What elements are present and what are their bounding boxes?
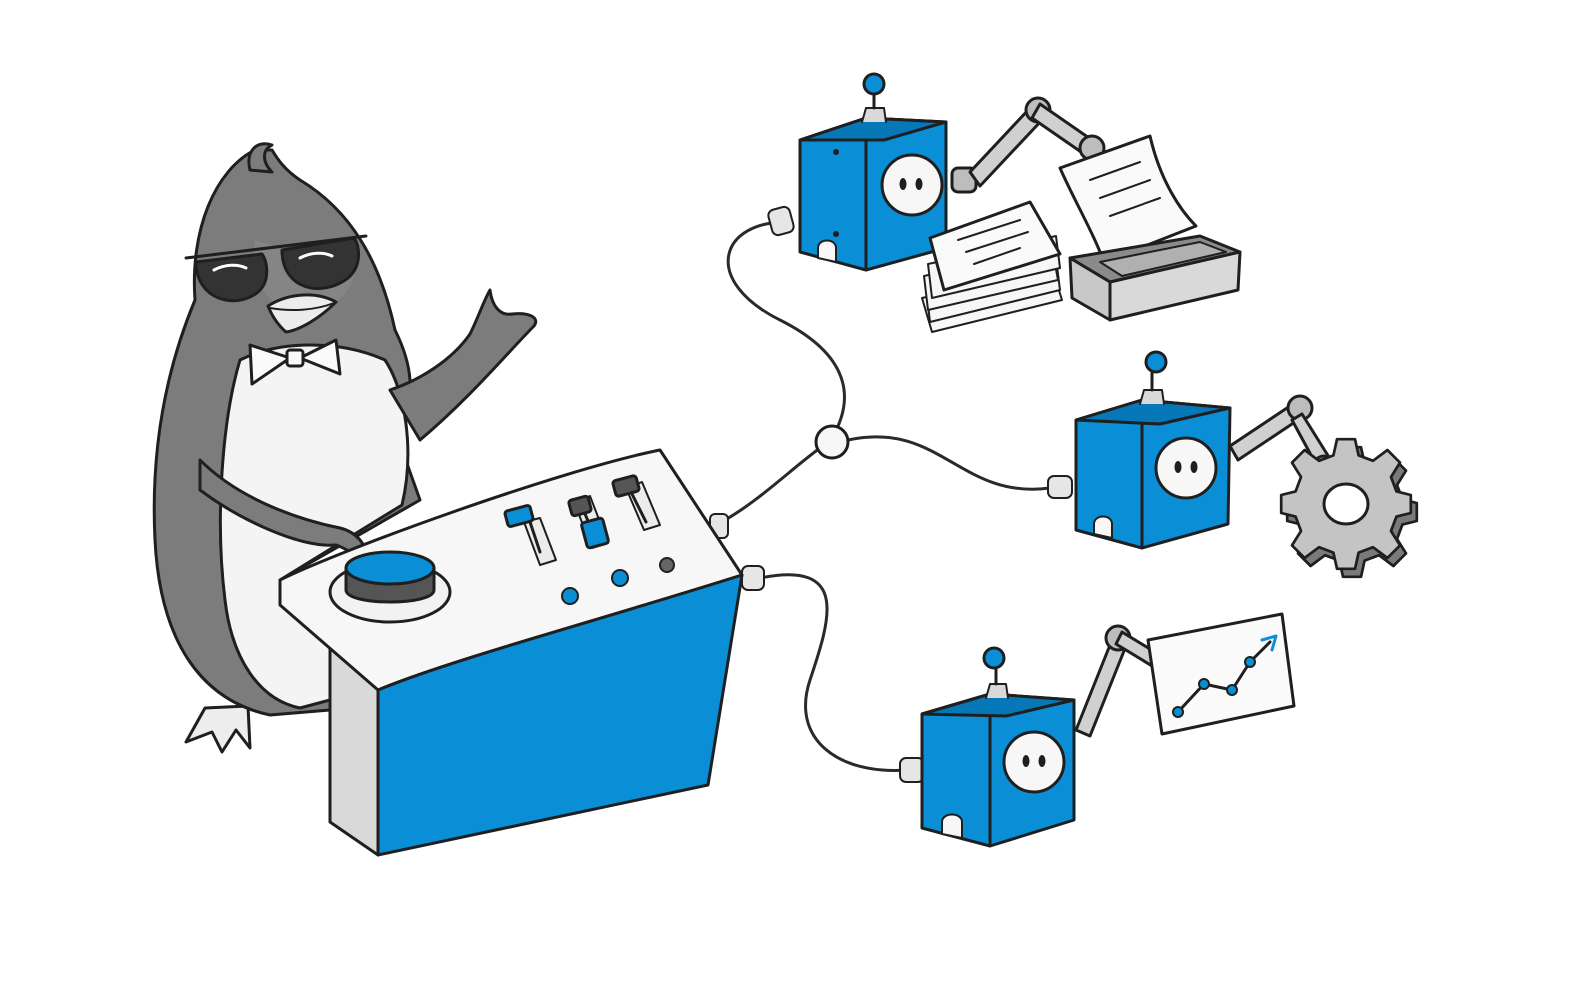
indicator-dot <box>659 557 675 573</box>
robot-icon-middle <box>1074 350 1336 550</box>
penguin-tuft <box>247 142 274 174</box>
bowtie-icon <box>248 338 342 386</box>
cable-top-robot <box>726 220 846 439</box>
big-push-button <box>328 550 452 624</box>
cable-plugs <box>709 205 1073 783</box>
robot-arm-icon <box>950 96 1110 194</box>
slider-icon-2 <box>567 494 610 550</box>
line-chart-icon <box>1146 612 1296 736</box>
cable-console-junction <box>724 446 821 522</box>
antenna-tip <box>1144 350 1168 374</box>
slider-icon-3 <box>611 474 661 531</box>
paper-sheet-icon <box>1058 134 1198 264</box>
sunglasses-icon <box>184 234 368 303</box>
indicator-dot <box>611 569 629 587</box>
gear-icon <box>1279 437 1419 579</box>
penguin-foot <box>184 704 252 754</box>
cable-junction-icon <box>814 424 850 460</box>
control-console <box>278 448 744 857</box>
antenna-tip <box>982 646 1006 670</box>
antenna-tip <box>862 72 886 96</box>
robot-icon-bottom <box>920 624 1178 848</box>
document-stack-icon <box>921 200 1063 333</box>
penguin <box>152 142 538 754</box>
penguin-flipper-raised <box>388 288 538 442</box>
robot-icon-top <box>798 72 1110 272</box>
cables <box>724 220 1051 772</box>
penguin-beak <box>266 293 338 334</box>
cable-mid-robot <box>847 435 1051 491</box>
cable-bottom-robot <box>759 573 907 772</box>
slider-icon <box>503 504 557 566</box>
indicator-dot <box>561 587 579 605</box>
tray-icon <box>1068 234 1242 322</box>
